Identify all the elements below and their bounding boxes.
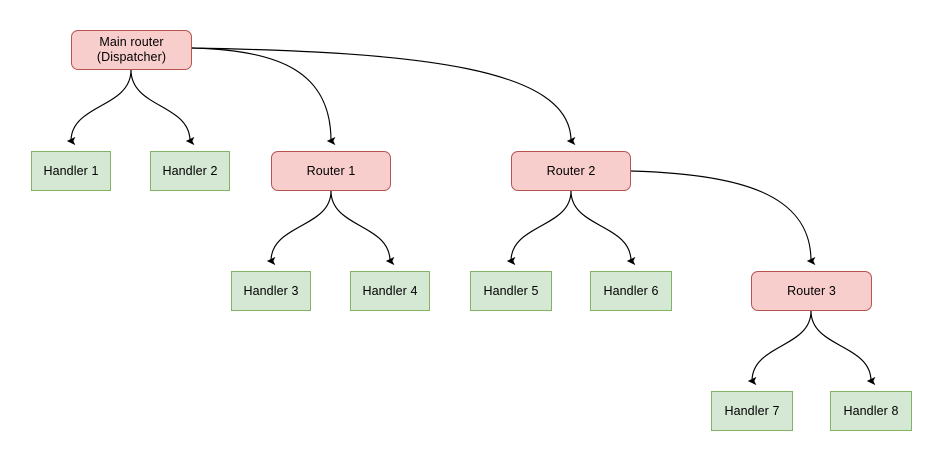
node-handler-1[interactable]: Handler 1 bbox=[31, 151, 111, 191]
node-label-handler-3: Handler 3 bbox=[243, 283, 299, 298]
node-handler-6[interactable]: Handler 6 bbox=[590, 271, 672, 311]
node-label-handler-7: Handler 7 bbox=[724, 403, 780, 418]
node-handler-4[interactable]: Handler 4 bbox=[350, 271, 430, 311]
node-label-handler-1: Handler 1 bbox=[43, 163, 99, 178]
node-handler-7[interactable]: Handler 7 bbox=[711, 391, 793, 431]
edge-r1-h4 bbox=[330, 190, 395, 266]
edge-r3-h7 bbox=[747, 310, 812, 386]
node-label-router-3: Router 3 bbox=[787, 283, 836, 298]
node-label-router-1: Router 1 bbox=[306, 163, 356, 178]
edge-main-h1 bbox=[66, 69, 132, 146]
node-label-handler-5: Handler 5 bbox=[483, 283, 539, 298]
edge-r2-h6 bbox=[570, 190, 636, 266]
node-router-2[interactable]: Router 2 bbox=[511, 151, 631, 191]
edge-main-h2 bbox=[130, 69, 195, 146]
edge-r1-h3 bbox=[266, 190, 332, 266]
node-label-router-2: Router 2 bbox=[546, 163, 596, 178]
node-handler-8[interactable]: Handler 8 bbox=[830, 391, 912, 431]
node-label-handler-2: Handler 2 bbox=[162, 163, 218, 178]
node-label-handler-6: Handler 6 bbox=[603, 283, 659, 298]
node-label-handler-8: Handler 8 bbox=[843, 403, 899, 418]
node-router-1[interactable]: Router 1 bbox=[271, 151, 391, 191]
edge-r3-h8 bbox=[810, 310, 876, 386]
node-main-router[interactable]: Main router (Dispatcher) bbox=[71, 30, 192, 70]
node-handler-3[interactable]: Handler 3 bbox=[231, 271, 311, 311]
edge-main-r1 bbox=[191, 47, 336, 146]
node-label-handler-4: Handler 4 bbox=[362, 283, 418, 298]
node-handler-5[interactable]: Handler 5 bbox=[470, 271, 552, 311]
edge-r2-r3 bbox=[630, 170, 816, 266]
node-label-main-router: Main router (Dispatcher) bbox=[96, 35, 167, 64]
node-router-3[interactable]: Router 3 bbox=[751, 271, 872, 311]
node-handler-2[interactable]: Handler 2 bbox=[150, 151, 230, 191]
edge-group bbox=[66, 47, 876, 386]
edge-r2-h5 bbox=[506, 190, 572, 266]
edge-main-r2 bbox=[191, 47, 576, 146]
